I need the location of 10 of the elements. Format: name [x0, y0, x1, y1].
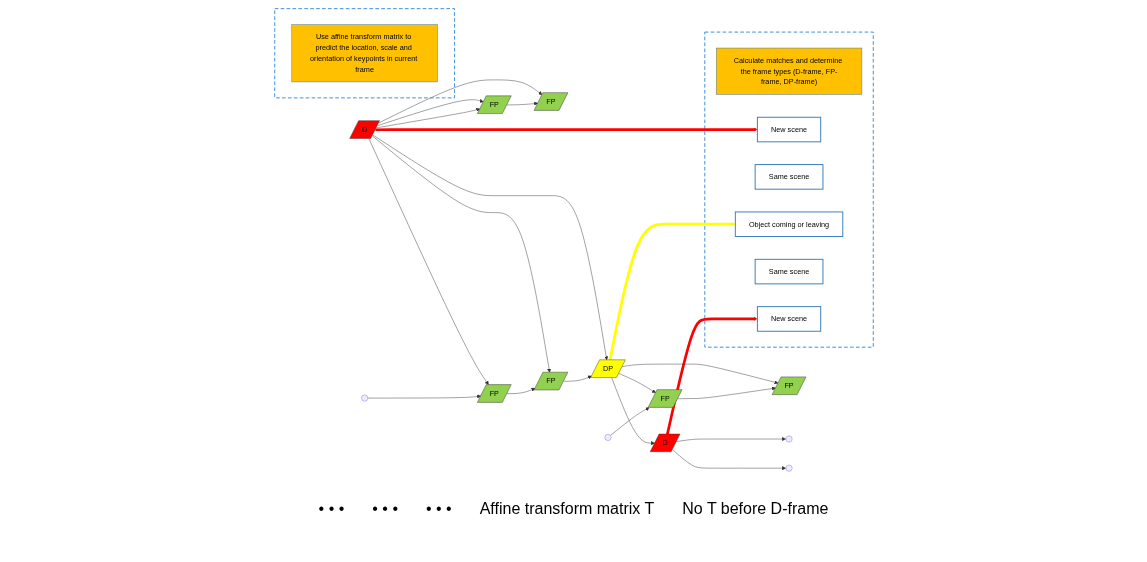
note-text: • • • [426, 500, 452, 518]
note-text: No T before D-frame [682, 500, 829, 518]
cluster [703, 31, 874, 348]
note-text: • • • [372, 500, 398, 518]
note-text: • • • [318, 500, 345, 518]
arrow [665, 316, 758, 435]
arrow [608, 222, 735, 361]
cluster [273, 8, 455, 99]
note-text: Affine transform matrix T [479, 500, 655, 518]
arrow [374, 127, 758, 132]
